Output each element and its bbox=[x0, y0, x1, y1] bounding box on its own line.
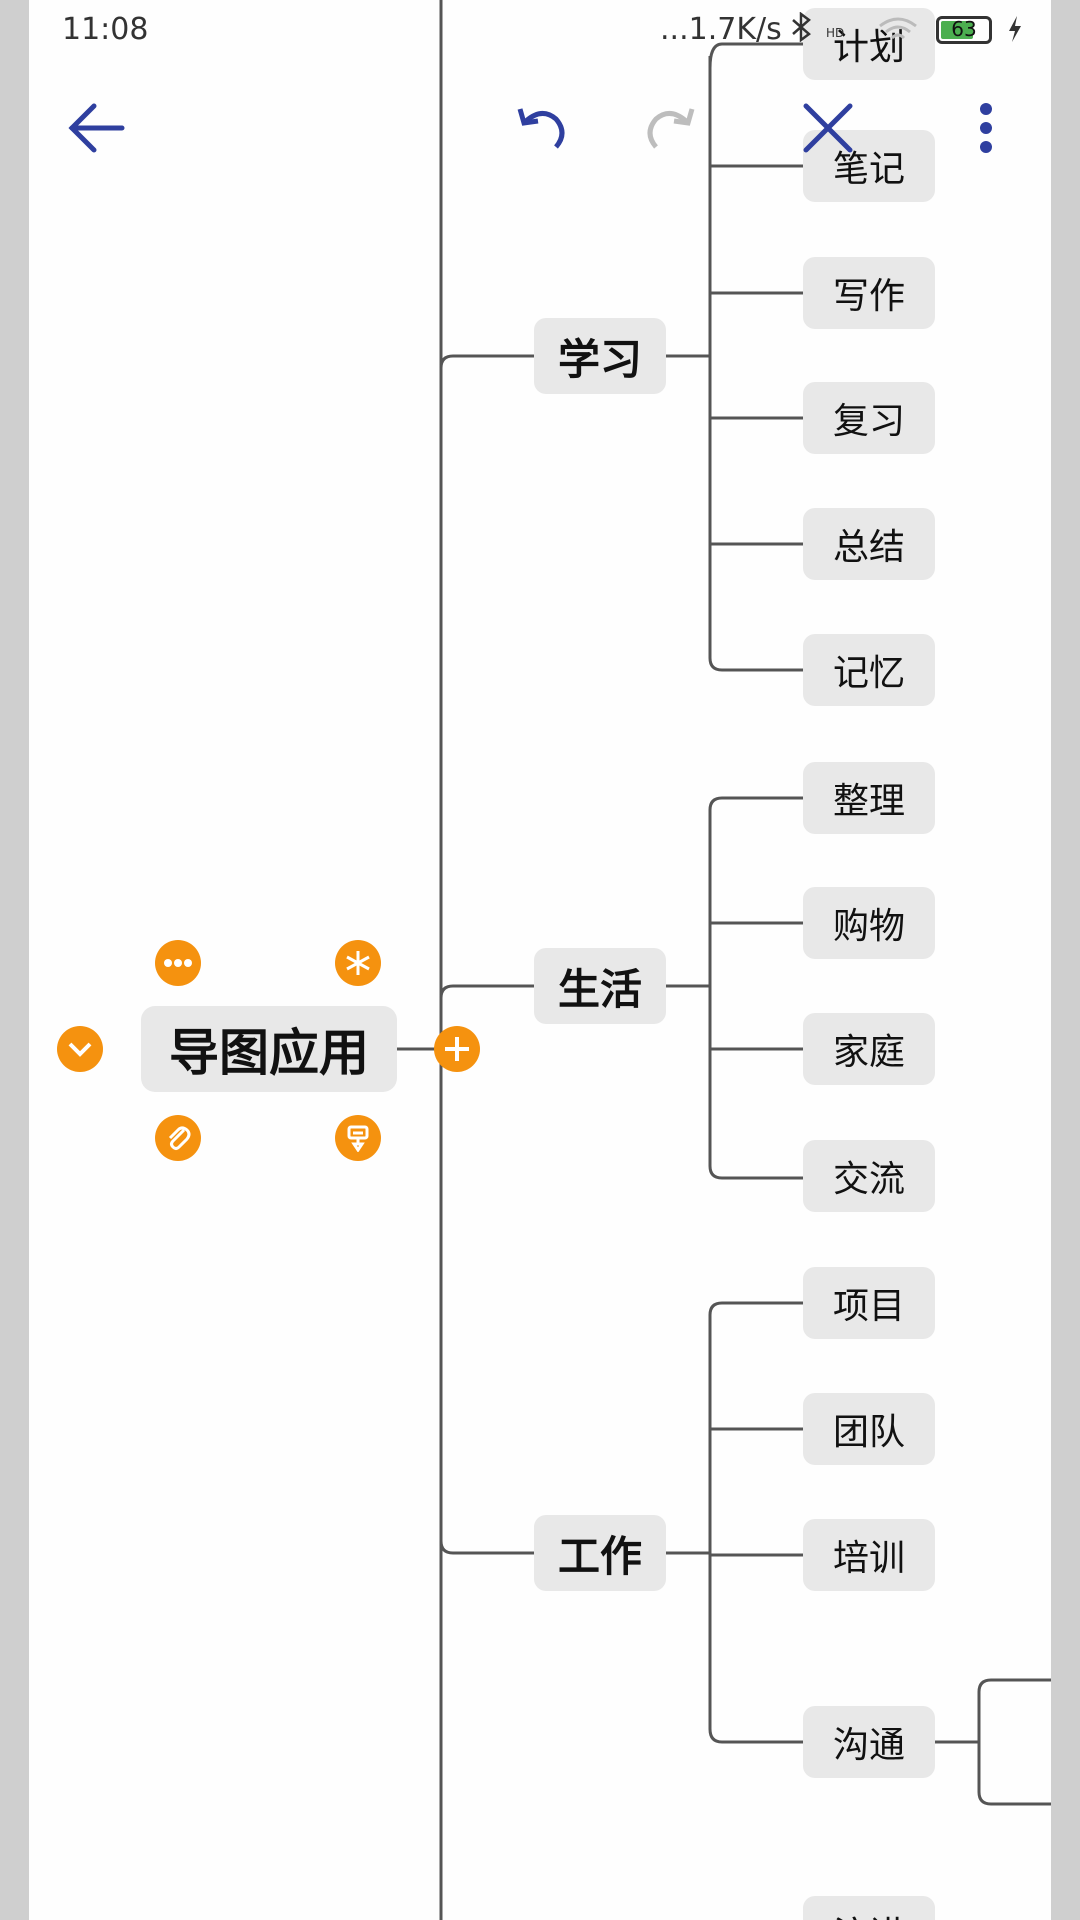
child-node[interactable]: 培训 bbox=[803, 1519, 935, 1591]
child-node[interactable]: 总结 bbox=[803, 508, 935, 580]
add-icon[interactable] bbox=[434, 1026, 480, 1072]
branch2-children-lines bbox=[666, 796, 803, 1180]
child-node[interactable]: 交流 bbox=[803, 1140, 935, 1212]
bluetooth-icon bbox=[790, 11, 812, 50]
child-node[interactable]: 沟通 bbox=[803, 1706, 935, 1778]
more-horizontal-icon[interactable] bbox=[155, 940, 201, 986]
child-node[interactable]: 笔记 bbox=[803, 130, 935, 202]
hd-icon: HD bbox=[826, 12, 848, 47]
child-node[interactable]: 写作 bbox=[803, 257, 935, 329]
more-vertical-icon[interactable] bbox=[950, 92, 1022, 164]
charging-icon bbox=[1006, 14, 1024, 52]
close-icon[interactable] bbox=[792, 92, 864, 164]
child-node[interactable]: 复习 bbox=[803, 382, 935, 454]
attachment-icon[interactable] bbox=[155, 1115, 201, 1161]
branch1-children-lines bbox=[666, 42, 803, 672]
battery-icon: 63 bbox=[936, 16, 992, 44]
redo-icon[interactable] bbox=[636, 92, 708, 164]
undo-icon[interactable] bbox=[504, 92, 576, 164]
branch-connector-1 bbox=[439, 354, 534, 369]
battery-level: 63 bbox=[951, 17, 977, 41]
branch-connector-3 bbox=[439, 1540, 534, 1555]
status-bar: 11:08 ...1.7K/s HD 63 bbox=[0, 0, 1080, 64]
subbranch-lines bbox=[935, 1678, 1051, 1806]
child-node[interactable]: 演讲 bbox=[803, 1896, 935, 1920]
branch-node[interactable]: 生活 bbox=[534, 948, 666, 1024]
mindmap-canvas[interactable]: 导图应用 学习 生活 工作 计划 笔记 写作 复习 总结 记忆 整理 购物 家庭… bbox=[29, 0, 1051, 1920]
svg-text:HD: HD bbox=[826, 26, 844, 39]
status-time: 11:08 bbox=[62, 12, 149, 47]
root-node[interactable]: 导图应用 bbox=[141, 1006, 397, 1092]
branch-node[interactable]: 工作 bbox=[534, 1515, 666, 1591]
child-node[interactable]: 团队 bbox=[803, 1393, 935, 1465]
marker-icon[interactable] bbox=[335, 1115, 381, 1161]
child-node[interactable]: 项目 bbox=[803, 1267, 935, 1339]
connector-lines bbox=[397, 0, 1051, 1920]
back-arrow-icon[interactable] bbox=[60, 92, 132, 164]
branch-node[interactable]: 学习 bbox=[534, 318, 666, 394]
branch3-children-lines bbox=[666, 1301, 803, 1744]
branch-connector-2 bbox=[439, 984, 534, 999]
child-node[interactable]: 计划 bbox=[803, 8, 935, 80]
asterisk-icon[interactable] bbox=[335, 940, 381, 986]
child-node[interactable]: 购物 bbox=[803, 887, 935, 959]
collapse-chevron-icon[interactable] bbox=[57, 1026, 103, 1072]
child-node[interactable]: 记忆 bbox=[803, 634, 935, 706]
wifi-icon bbox=[876, 14, 920, 54]
child-node[interactable]: 家庭 bbox=[803, 1013, 935, 1085]
network-speed: ...1.7K/s bbox=[660, 12, 782, 47]
child-node[interactable]: 整理 bbox=[803, 762, 935, 834]
